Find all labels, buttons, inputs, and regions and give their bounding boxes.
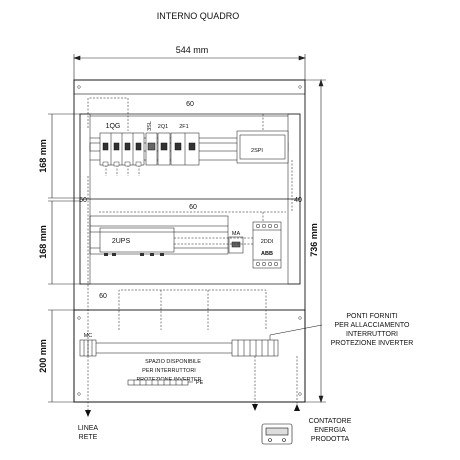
section-2-wiring [99, 114, 293, 245]
module-2spi-label: 2SPI [251, 148, 263, 154]
diagram-title: INTERNO QUADRO [157, 11, 240, 21]
width-dimension-label: 544 mm [176, 45, 209, 55]
lower-routing [118, 289, 267, 330]
section-middle-height: 168 mm [38, 225, 48, 259]
section-bottom-height: 200 mm [38, 339, 48, 373]
ddi-label: 2DDI [261, 239, 274, 245]
height-dimension-right [305, 79, 326, 403]
mc-label: MC [84, 333, 93, 339]
screw [77, 392, 81, 396]
terminals-note-line-2: PER ALLACCIAMENTO [335, 322, 411, 329]
screw [298, 392, 302, 396]
height-dimensions-left [48, 113, 80, 403]
spare-space-line-2: PER INTERRUTTORI [142, 368, 196, 374]
ma-label: MA [232, 231, 241, 237]
spare-space-line-1: SPAZIO DISPONIBILE [145, 359, 201, 365]
lower-din-rail [96, 342, 232, 354]
screw [298, 316, 302, 320]
screw [77, 316, 81, 320]
ddi-terminals [255, 223, 279, 267]
spacing-lower: 60 [99, 293, 107, 300]
header-band [73, 79, 306, 95]
spacing-right: 40 [294, 197, 302, 204]
width-dimension [73, 54, 306, 80]
main-switch [99, 132, 145, 166]
ups-unit [99, 227, 175, 253]
grid-arrow [85, 410, 91, 417]
section-1-wiring [87, 97, 140, 176]
section-1-terminals [102, 161, 142, 167]
terminals-note-line-4: PROTEZIONE INVERTER [331, 340, 414, 347]
meter-arrow-right [294, 404, 300, 411]
terminals-note-line-1: PONTI FORNITI [346, 313, 397, 320]
breaker-2q1 [157, 132, 171, 166]
grid-line-label-2: RETE [79, 434, 98, 441]
bridged-terminals [231, 339, 279, 357]
screw [77, 85, 81, 89]
ups-label: 2UPS [112, 238, 131, 245]
ma-module [228, 236, 244, 254]
terminals-note-line-3: INTERRUTTORI [346, 331, 398, 338]
energy-meter-label-2: ENERGIA [314, 427, 346, 434]
module-2spi [236, 130, 289, 164]
spacing-mid: 60 [189, 204, 197, 211]
section-top-height: 168 mm [38, 139, 48, 173]
spd-module [145, 132, 158, 166]
height-dimension-label: 736 mm [309, 223, 319, 257]
spd-label: 3SL [147, 121, 153, 131]
meter-feed [254, 356, 298, 405]
spacing-top: 60 [186, 101, 194, 108]
breaker-2f1-label: 2F1 [179, 124, 188, 130]
pe-label: PE [196, 380, 204, 386]
spacing-left: 60 [79, 197, 87, 204]
main-switch-label: 1QG [106, 123, 121, 130]
ddi-unit [252, 221, 282, 269]
pe-bar [127, 379, 189, 386]
meter-arrow-left [252, 404, 258, 411]
abb-logo: ABB [261, 251, 273, 257]
lower-frame [73, 309, 306, 403]
breaker-2q1-label: 2Q1 [158, 124, 168, 130]
energy-meter-label-3: PRODOTTA [311, 436, 350, 443]
screw [298, 85, 302, 89]
ups-terminals [104, 253, 164, 256]
energy-meter-label-1: CONTATORE [309, 418, 352, 425]
terminals-note-leader [269, 324, 323, 340]
grid-line-label-1: LINEA [78, 425, 99, 432]
breaker-2f1 [170, 132, 200, 166]
energy-meter [261, 423, 293, 445]
